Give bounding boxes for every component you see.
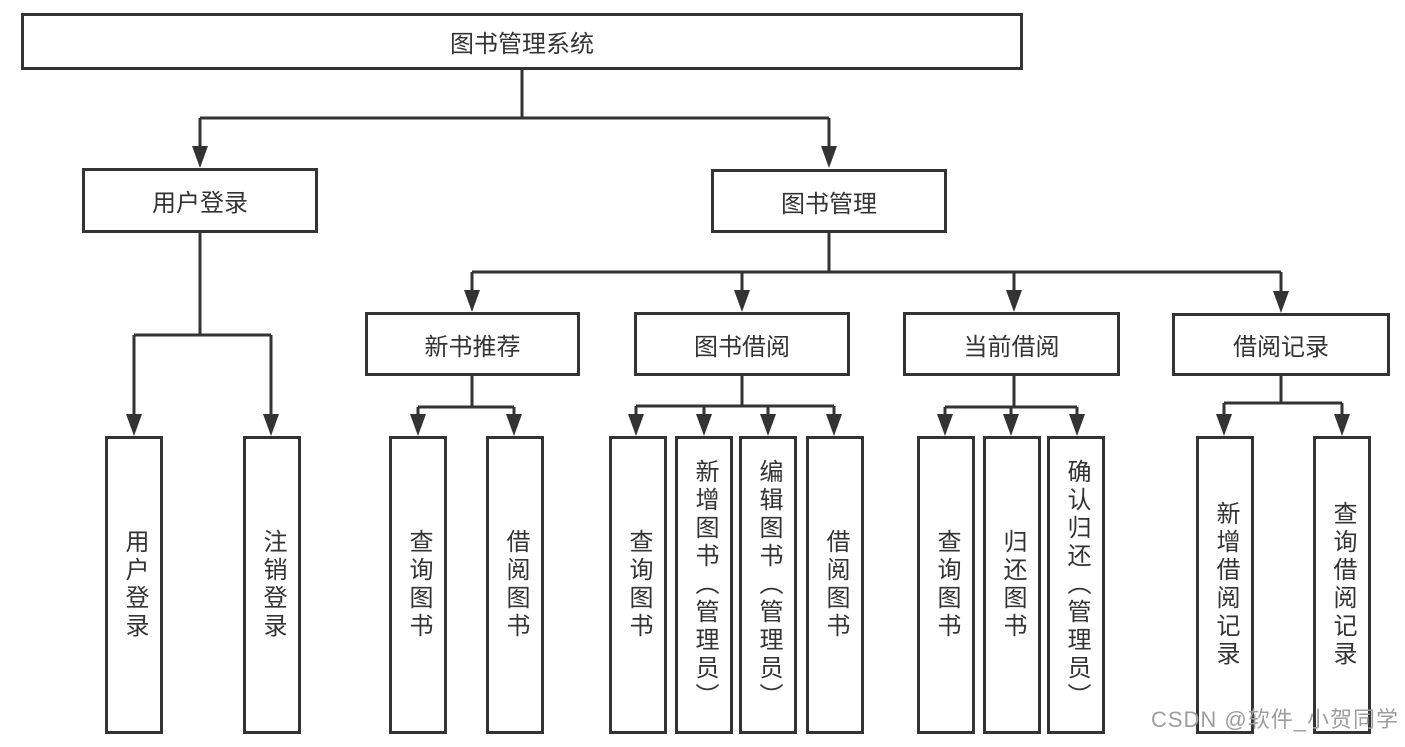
leaf-edit-book-admin: 编辑图书（管理员）: [739, 436, 797, 734]
leaf-query-book-borrow: 查询图书: [609, 436, 667, 734]
leaf-label: 查询图书: [405, 529, 432, 641]
leaf-label: 注销登录: [259, 529, 286, 641]
leaf-user-login: 用户登录: [105, 436, 163, 734]
leaf-query-book-recommend: 查询图书: [389, 436, 447, 734]
leaf-label: 借阅图书: [502, 529, 529, 641]
leaf-label: 查询借阅记录: [1329, 501, 1356, 669]
leaf-label: 归还图书: [999, 529, 1026, 641]
leaf-label: 查询图书: [933, 529, 960, 641]
node-book-borrow: 图书借阅: [634, 312, 850, 376]
leaf-label: 确认归还（管理员）: [1063, 459, 1090, 711]
leaf-label: 编辑图书（管理员）: [755, 459, 782, 711]
leaf-label: 查询图书: [625, 529, 652, 641]
leaf-add-book-admin: 新增图书（管理员）: [675, 436, 733, 734]
node-user-login: 用户登录: [82, 168, 318, 233]
node-new-book-recommend: 新书推荐: [365, 312, 580, 376]
leaf-add-borrow-record: 新增借阅记录: [1196, 436, 1254, 734]
node-book-management: 图书管理: [711, 169, 947, 233]
arrowheads: [126, 146, 1350, 436]
leaf-label: 新增借阅记录: [1212, 501, 1239, 669]
leaf-confirm-return-admin: 确认归还（管理员）: [1047, 436, 1105, 734]
csdn-watermark: CSDN @软件_小贺同学: [1150, 707, 1399, 732]
leaf-label: 借阅图书: [822, 529, 849, 641]
leaf-label: 用户登录: [121, 529, 148, 641]
leaf-query-borrow-record: 查询借阅记录: [1313, 436, 1371, 734]
node-current-borrow: 当前借阅: [903, 312, 1120, 376]
node-library-system: 图书管理系统: [21, 13, 1023, 70]
leaf-borrow-book-recommend: 借阅图书: [486, 436, 544, 734]
leaf-logout: 注销登录: [243, 436, 301, 734]
leaf-label: 新增图书（管理员）: [691, 459, 718, 711]
leaf-query-book-current: 查询图书: [917, 436, 975, 734]
leaf-return-book: 归还图书: [983, 436, 1041, 734]
leaf-borrow-book: 借阅图书: [806, 436, 864, 734]
node-borrow-record: 借阅记录: [1172, 313, 1390, 376]
